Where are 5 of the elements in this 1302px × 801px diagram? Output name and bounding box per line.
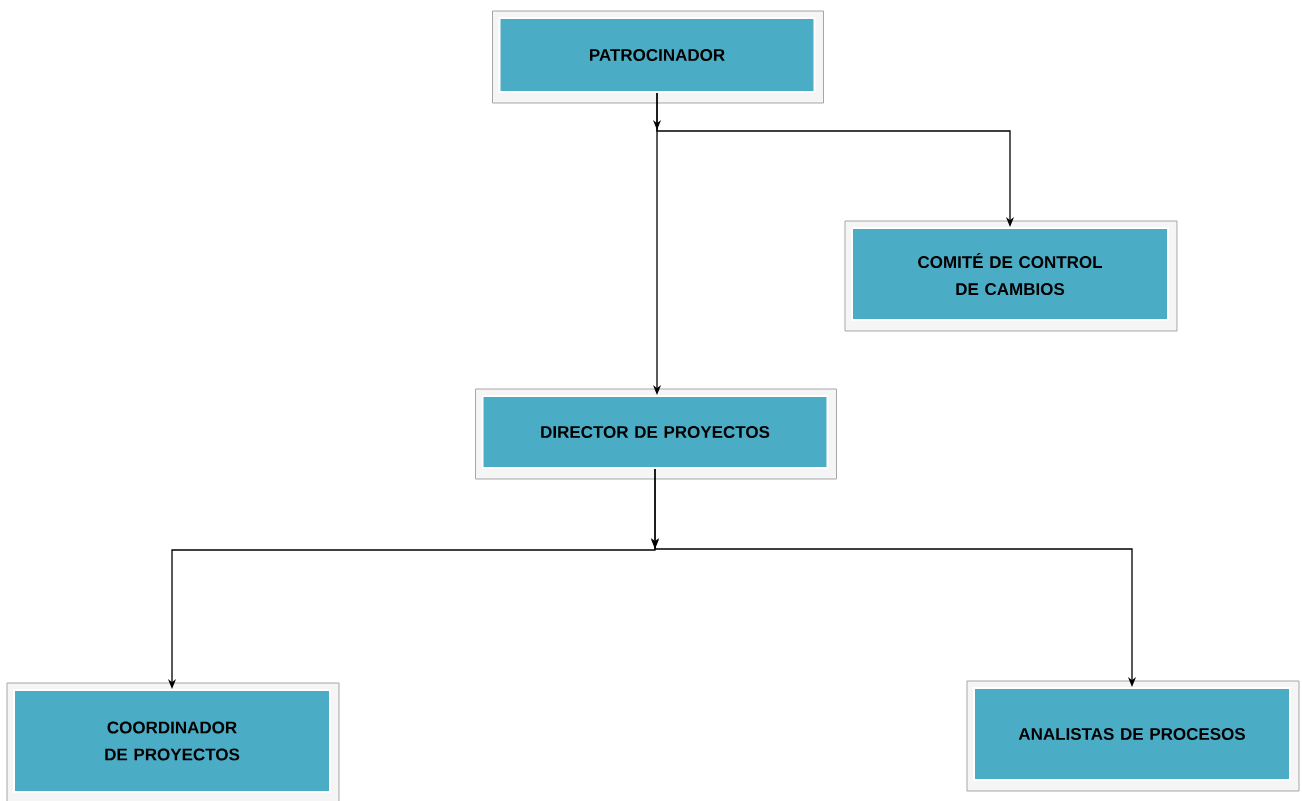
org-box: DIRECTOR DE PROYECTOS (475, 388, 837, 480)
org-box: COORDINADOR DE PROYECTOS (6, 682, 340, 801)
org-box: ANALISTAS DE PROCESOS (966, 680, 1300, 792)
org-box: COMITÉ DE CONTROL DE CAMBIOS (844, 220, 1178, 332)
org-box: PATROCINADOR (492, 10, 824, 104)
